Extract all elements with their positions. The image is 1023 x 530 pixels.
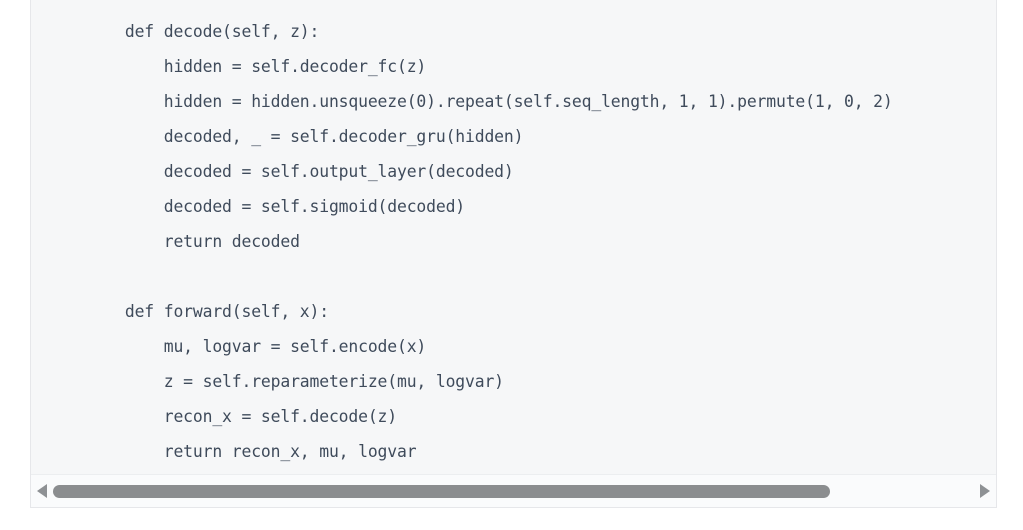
scroll-left-arrow-button[interactable] <box>31 475 53 508</box>
triangle-right-icon <box>980 484 990 498</box>
code-block-panel: def decode(self, z): hidden = self.decod… <box>30 0 997 508</box>
scrollbar-track[interactable] <box>53 475 974 508</box>
scrollbar-thumb[interactable] <box>53 484 830 498</box>
horizontal-scrollbar[interactable] <box>31 474 996 507</box>
triangle-left-icon <box>37 484 47 498</box>
code-scroll-viewport[interactable]: def decode(self, z): hidden = self.decod… <box>31 0 996 474</box>
scroll-right-arrow-button[interactable] <box>974 475 996 508</box>
code-content[interactable]: def decode(self, z): hidden = self.decod… <box>124 22 893 461</box>
